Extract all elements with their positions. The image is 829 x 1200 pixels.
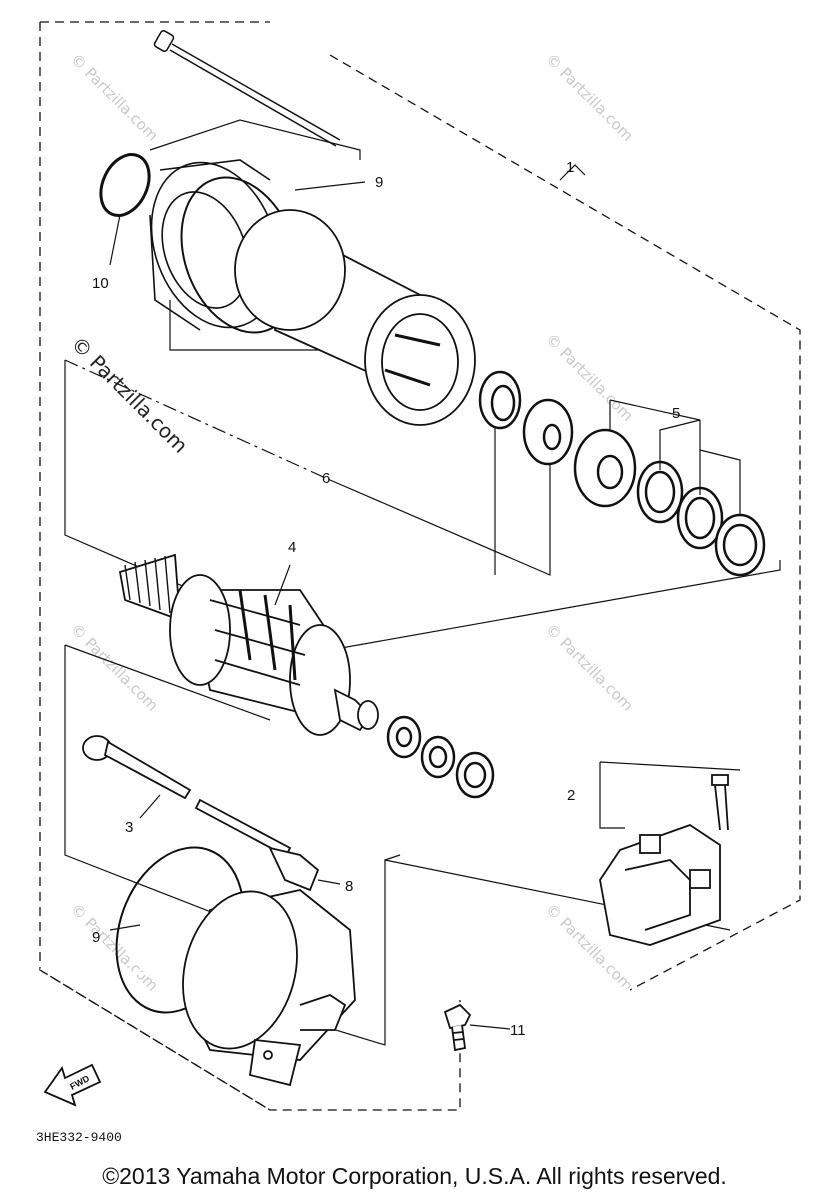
callouts: 1 9 10 5 6 4 2 3 8 9 11 bbox=[92, 159, 680, 1039]
watermark: © Partzilla.com bbox=[542, 50, 637, 145]
callout-9-top: 9 bbox=[375, 174, 383, 191]
lead-wire-8 bbox=[194, 798, 320, 892]
watermark: © Partzilla.com bbox=[542, 620, 637, 715]
callout-11: 11 bbox=[510, 1022, 526, 1039]
callout-1: 1 bbox=[566, 159, 574, 176]
o-ring-10 bbox=[99, 153, 151, 217]
watermark: © Partzilla.com bbox=[67, 620, 162, 715]
lead-wire-3 bbox=[82, 735, 192, 800]
rear-cover bbox=[182, 889, 356, 1087]
watermark: © Partzilla.com bbox=[67, 50, 162, 145]
callout-8: 8 bbox=[345, 878, 353, 895]
through-bolt bbox=[153, 30, 341, 147]
washer-set bbox=[573, 428, 766, 577]
callout-3: 3 bbox=[125, 819, 133, 836]
callout-9-bottom: 9 bbox=[92, 929, 100, 946]
yoke bbox=[234, 209, 476, 426]
thrust-washers bbox=[386, 715, 495, 799]
callout-4: 4 bbox=[288, 539, 296, 556]
watermark-layer: © Partzilla.com © Partzilla.com © Partzi… bbox=[67, 50, 637, 995]
bearing bbox=[478, 370, 522, 430]
diagram-reference-code: 3HE332-9400 bbox=[36, 1130, 122, 1145]
forward-arrow-icon: FWD bbox=[43, 1063, 102, 1107]
washer bbox=[522, 398, 574, 466]
bracket-2 bbox=[599, 761, 741, 829]
callout-6: 6 bbox=[322, 470, 330, 487]
armature bbox=[118, 553, 379, 736]
copyright-notice: ©2013 Yamaha Motor Corporation, U.S.A. A… bbox=[102, 1163, 727, 1189]
callout-2: 2 bbox=[567, 787, 575, 804]
callout-10: 10 bbox=[92, 275, 109, 292]
bracket-5 bbox=[609, 399, 741, 515]
callout-5: 5 bbox=[672, 405, 680, 422]
bolt-11 bbox=[443, 1003, 472, 1052]
leader-lines bbox=[109, 164, 586, 1030]
watermark: © Partzilla.com bbox=[67, 900, 162, 995]
brush-holder bbox=[599, 774, 729, 946]
